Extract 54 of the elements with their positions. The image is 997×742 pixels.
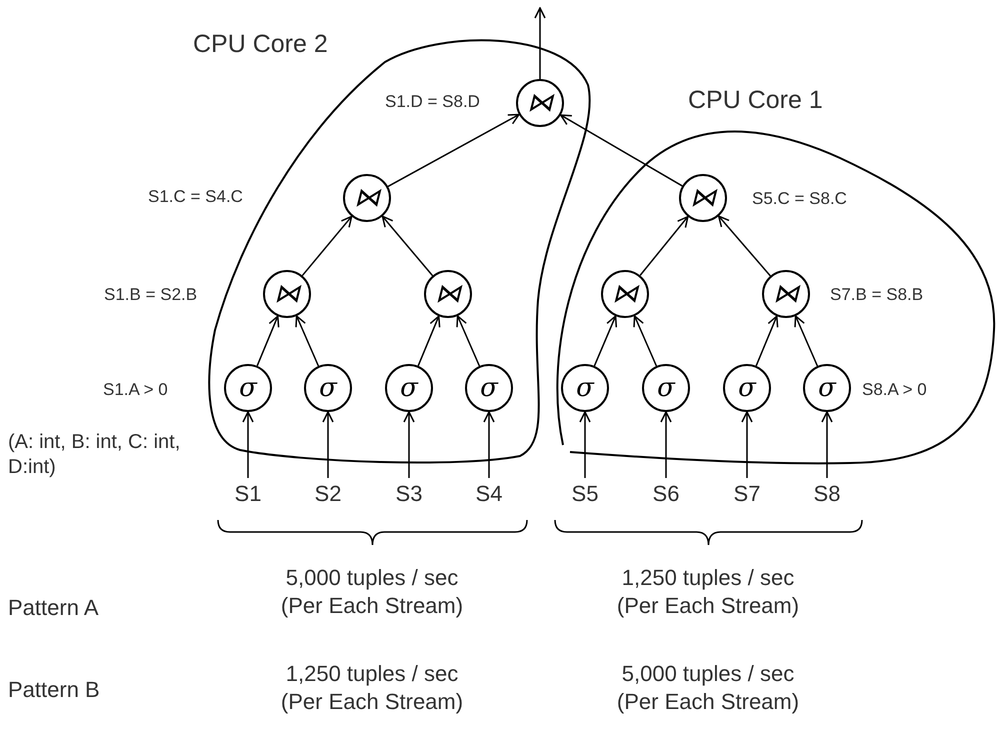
stream-label: S4 xyxy=(467,478,511,508)
stream-label: S2 xyxy=(306,478,350,508)
operator-symbol: ⋈ xyxy=(354,185,380,211)
region-heading: CPU Core 2 xyxy=(193,29,328,60)
predicate-label: S1.D = S8.D xyxy=(385,91,480,113)
rate-label: 1,250 tuples / sec (Per Each Stream) xyxy=(616,564,800,619)
predicate-label: S1.B = S2.B xyxy=(104,284,198,306)
stream-label: S5 xyxy=(563,478,607,508)
region-heading: CPU Core 1 xyxy=(688,85,823,116)
operator-symbol: σ xyxy=(480,375,498,401)
arrow xyxy=(242,411,254,478)
rate-label: Pattern A xyxy=(8,594,100,622)
operator-symbol: σ xyxy=(319,375,337,401)
arrow xyxy=(718,215,771,276)
arrow xyxy=(741,411,753,478)
predicate-label: S8.A > 0 xyxy=(862,379,927,401)
rate-label: 5,000 tuples / sec (Per Each Stream) xyxy=(280,564,464,619)
arrow xyxy=(640,216,689,276)
operator-symbol: ⋈ xyxy=(690,185,716,211)
operator-symbol: ⋈ xyxy=(274,281,300,307)
arrow xyxy=(660,411,672,478)
arrow xyxy=(534,7,546,79)
operator-symbol: ⋈ xyxy=(527,90,553,116)
operator-symbol: σ xyxy=(576,375,594,401)
rate-label: Pattern B xyxy=(8,676,101,704)
rate-label: 5,000 tuples / sec (Per Each Stream) xyxy=(616,660,800,715)
schema-note: (A: int, B: int, C: int, D:int) xyxy=(8,430,182,480)
arrow xyxy=(821,411,833,478)
operator-symbol: ⋈ xyxy=(773,281,799,307)
stream-label: S8 xyxy=(805,478,849,508)
arrow xyxy=(382,216,434,276)
operator-symbol: ⋈ xyxy=(612,281,638,307)
stream-label: S3 xyxy=(387,478,431,508)
stream-label: S6 xyxy=(644,478,688,508)
predicate-label: S7.B = S8.B xyxy=(830,284,924,306)
operator-symbol: σ xyxy=(738,375,756,401)
arrow xyxy=(403,411,415,478)
arrow xyxy=(483,411,495,478)
operator-symbol: σ xyxy=(239,375,257,401)
arrow xyxy=(560,114,683,187)
operator-symbol: ⋈ xyxy=(435,281,461,307)
operator-symbol: σ xyxy=(818,375,836,401)
operator-symbol: σ xyxy=(657,375,675,401)
arrow xyxy=(322,411,334,478)
arrow xyxy=(388,114,520,188)
rate-label: 1,250 tuples / sec (Per Each Stream) xyxy=(280,660,464,715)
operator-symbol: σ xyxy=(400,375,418,401)
arrow xyxy=(302,216,352,276)
predicate-label: S1.C = S4.C xyxy=(148,186,244,208)
stream-label: S1 xyxy=(226,478,270,508)
predicate-label: S1.A > 0 xyxy=(103,379,168,401)
stream-label: S7 xyxy=(725,478,769,508)
arrow xyxy=(579,411,591,478)
predicate-label: S5.C = S8.C xyxy=(752,188,847,210)
